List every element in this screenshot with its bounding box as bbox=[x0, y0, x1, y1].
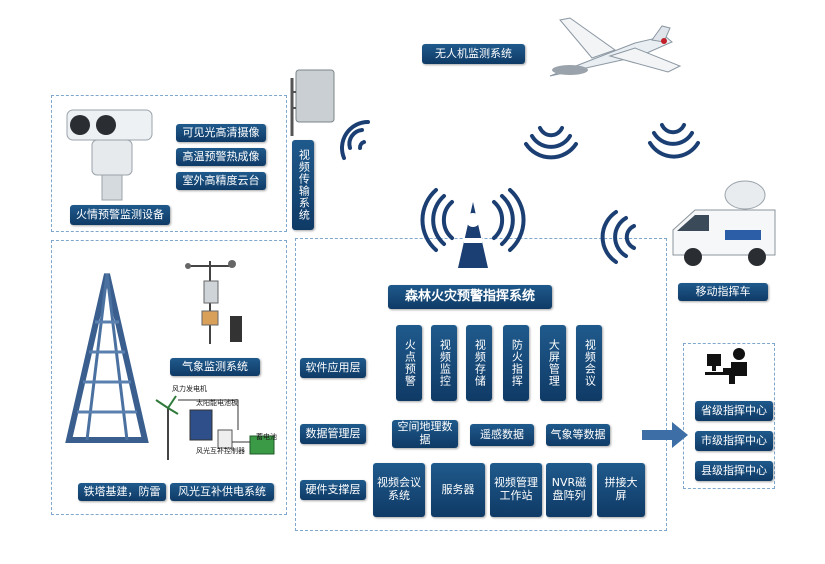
broadcast-tower-icon bbox=[420, 188, 526, 268]
wind-generator-text: 风力发电机 bbox=[172, 385, 207, 393]
command-center-province: 省级指挥中心 bbox=[695, 401, 773, 421]
uav-label: 无人机监测系统 bbox=[422, 44, 525, 64]
layer-software-name: 软件应用层 bbox=[300, 358, 366, 378]
signal-icon-left bbox=[340, 120, 370, 160]
controller-text: 风光互补控制器 bbox=[196, 447, 245, 455]
layer-hardware-name: 硬件支撑层 bbox=[300, 480, 366, 500]
feature-visible-hd: 可见光高清摄像 bbox=[176, 124, 266, 142]
command-vehicle-illustration bbox=[672, 180, 776, 266]
weather-station-illustration bbox=[185, 260, 242, 344]
hw-item-video-wall: 拼接大屏 bbox=[597, 463, 645, 517]
software-item-fire-alert: 火点预警 bbox=[396, 325, 422, 401]
data-item-remote-sensing: 遥感数据 bbox=[470, 424, 534, 446]
feature-thermal: 高温预警热成像 bbox=[176, 148, 266, 166]
hw-item-nvr: NVR磁盘阵列 bbox=[546, 463, 592, 517]
video-transmission-label: 视频传输系统 bbox=[292, 140, 314, 230]
uav-illustration bbox=[549, 17, 682, 77]
tower-label: 铁塔基建，防雷 bbox=[78, 483, 166, 501]
layer-data-name: 数据管理层 bbox=[300, 424, 366, 444]
software-item-video-conf: 视频会议 bbox=[576, 325, 602, 401]
software-item-video-monitor: 视频监控 bbox=[431, 325, 457, 401]
iron-tower-illustration bbox=[65, 273, 149, 443]
command-center-county: 县级指挥中心 bbox=[695, 461, 773, 481]
weather-label: 气象监测系统 bbox=[170, 358, 260, 376]
field-equipment-region bbox=[51, 240, 287, 515]
software-item-fire-command: 防火指挥 bbox=[503, 325, 529, 401]
command-centers-region bbox=[683, 343, 775, 489]
solar-panel-text: 太阳能电池板 bbox=[196, 399, 238, 407]
signal-icon-uav-left bbox=[524, 126, 578, 160]
software-item-screen-mgmt: 大屏管理 bbox=[540, 325, 566, 401]
transmission-antenna bbox=[290, 69, 335, 136]
hw-item-video-conf-system: 视频会议系统 bbox=[373, 463, 425, 517]
fire-device-region bbox=[51, 95, 287, 232]
feature-ptz: 室外高精度云台 bbox=[176, 172, 266, 190]
thermal-camera-illustration bbox=[66, 109, 153, 201]
data-item-geo: 空间地理数据 bbox=[392, 420, 458, 448]
wind-solar-label: 风光互补供电系统 bbox=[170, 483, 274, 501]
signal-icon-vehicle bbox=[600, 210, 636, 264]
software-item-video-storage: 视频存储 bbox=[466, 325, 492, 401]
battery-text: 蓄电池 bbox=[256, 433, 277, 441]
operator-icon bbox=[705, 348, 747, 384]
wind-solar-illustration bbox=[155, 395, 275, 460]
command-center-city: 市级指挥中心 bbox=[695, 431, 773, 451]
hw-item-workstation: 视频管理工作站 bbox=[490, 463, 542, 517]
data-item-weather: 气象等数据 bbox=[546, 424, 610, 446]
mobile-command-label: 移动指挥车 bbox=[678, 283, 768, 301]
fire-device-title: 火情预警监测设备 bbox=[70, 205, 170, 225]
signal-icon-uav-right bbox=[648, 123, 700, 159]
flow-arrow bbox=[642, 422, 688, 448]
system-title: 森林火灾预警指挥系统 bbox=[388, 285, 552, 309]
hw-item-server: 服务器 bbox=[431, 463, 485, 517]
